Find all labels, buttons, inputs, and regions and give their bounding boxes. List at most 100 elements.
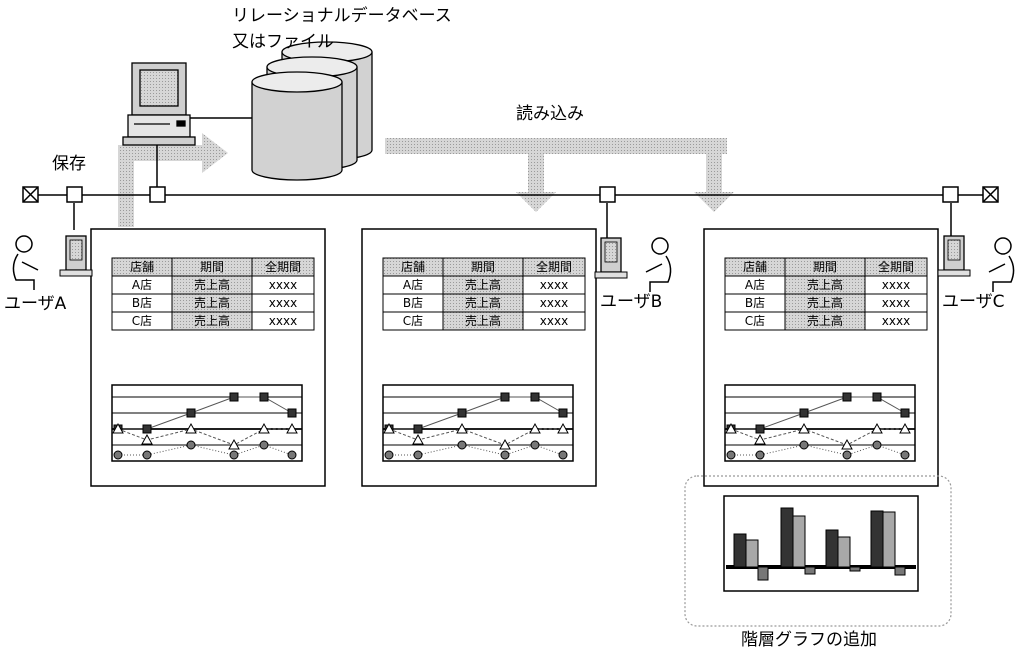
series-triangle-marker <box>871 422 883 434</box>
table-header-cell: 期間 <box>813 260 837 274</box>
series-square-marker <box>872 392 882 402</box>
series-square-marker <box>229 392 239 402</box>
series-triangle-marker <box>228 438 240 450</box>
line-chart <box>382 384 574 462</box>
save-label: 保存 <box>52 154 86 174</box>
table-cell: B店 <box>403 296 423 310</box>
series-triangle-marker <box>529 422 541 434</box>
series-square-marker <box>799 408 809 418</box>
user-icon <box>645 237 672 292</box>
series-circle-marker <box>229 450 239 460</box>
series-circle-marker <box>799 440 809 450</box>
series-square-marker <box>259 392 269 402</box>
bar <box>733 533 747 568</box>
table-header-cell: 期間 <box>471 260 495 274</box>
table-cell: xxxx <box>882 314 910 328</box>
bar <box>792 515 806 568</box>
table-cell: A店 <box>132 278 152 292</box>
table-cell: xxxx <box>269 278 297 292</box>
table-cell: xxxx <box>882 296 910 310</box>
hierarchy-graph-label: 階層グラフの追加 <box>741 630 877 650</box>
series-triangle-marker <box>141 433 153 445</box>
computer-icon <box>59 235 93 277</box>
table-header-cell: 店舗 <box>130 260 154 274</box>
table-cell: xxxx <box>540 278 568 292</box>
series-triangle-marker <box>286 422 298 434</box>
series-circle-marker <box>900 450 910 460</box>
user-icon <box>12 235 39 290</box>
series-square-marker <box>900 408 910 418</box>
series-triangle-marker <box>383 422 395 434</box>
series-triangle-marker <box>499 438 511 450</box>
save-arrow <box>118 133 228 227</box>
series-square-marker <box>457 408 467 418</box>
table-header-cell: 全期間 <box>265 259 301 274</box>
bar <box>825 529 839 568</box>
series-triangle-marker <box>185 422 197 434</box>
computer-icon <box>937 235 971 277</box>
computer-icon <box>594 237 628 279</box>
line-chart <box>724 384 916 462</box>
table-header-cell: 全期間 <box>536 259 572 274</box>
user-a-label: ユーザA <box>4 294 67 314</box>
bar <box>849 566 861 572</box>
bar <box>745 539 759 568</box>
table-cell: xxxx <box>269 296 297 310</box>
series-square-marker <box>558 408 568 418</box>
table-cell: C店 <box>132 314 152 328</box>
hierarchy-chart-area <box>684 475 952 627</box>
series-circle-marker <box>413 450 423 460</box>
user-c-label: ユーザC <box>942 292 1005 312</box>
table-cell: 売上高 <box>194 295 230 310</box>
series-circle-marker <box>142 450 152 460</box>
table-cell: C店 <box>745 314 765 328</box>
series-triangle-marker <box>899 422 911 434</box>
series-circle-marker <box>755 450 765 460</box>
table-cell: 売上高 <box>194 277 230 292</box>
table-cell: 売上高 <box>465 295 501 310</box>
series-square-marker <box>287 408 297 418</box>
bar <box>882 511 896 568</box>
series-triangle-marker <box>841 438 853 450</box>
series-square-marker <box>755 424 765 434</box>
series-square-marker <box>842 392 852 402</box>
series-circle-marker <box>726 450 736 460</box>
series-circle-marker <box>287 450 297 460</box>
table-header-cell: 店舗 <box>743 260 767 274</box>
series-triangle-marker <box>798 422 810 434</box>
terminator-icon <box>982 186 999 203</box>
bar <box>894 566 906 576</box>
table-header-cell: 全期間 <box>878 259 914 274</box>
series-circle-marker <box>113 450 123 460</box>
series-square-marker <box>413 424 423 434</box>
line-chart <box>111 384 303 462</box>
user-b-label: ユーザB <box>600 292 663 312</box>
series-triangle-marker <box>754 433 766 445</box>
series-circle-marker <box>530 440 540 450</box>
table-cell: 売上高 <box>465 277 501 292</box>
series-square-marker <box>530 392 540 402</box>
series-circle-marker <box>384 450 394 460</box>
series-triangle-marker <box>456 422 468 434</box>
read-arrow <box>385 138 734 212</box>
bar <box>780 507 794 568</box>
table-cell: A店 <box>745 278 765 292</box>
read-label: 読み込み <box>516 104 584 124</box>
series-triangle-marker <box>258 422 270 434</box>
series-circle-marker <box>558 450 568 460</box>
user-icon <box>988 237 1015 292</box>
series-circle-marker <box>500 450 510 460</box>
table-cell: A店 <box>403 278 423 292</box>
table-cell: 売上高 <box>807 313 843 328</box>
series-circle-marker <box>842 450 852 460</box>
series-triangle-marker <box>725 422 737 434</box>
connector-icon <box>66 186 83 203</box>
series-square-marker <box>186 408 196 418</box>
table-cell: B店 <box>745 296 765 310</box>
